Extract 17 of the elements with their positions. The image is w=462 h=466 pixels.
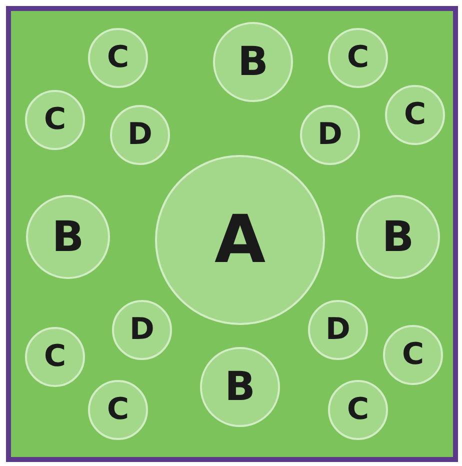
circle-letter: A — [214, 207, 266, 273]
circle-letter: B — [224, 367, 256, 407]
circle-letter: B — [382, 216, 414, 258]
circle-letter: C — [346, 43, 370, 73]
circle-letter: C — [106, 43, 130, 73]
circle-letter: C — [44, 342, 66, 372]
circle-letter: B — [52, 216, 84, 258]
circle-letter: D — [318, 120, 342, 150]
circle-letter: C — [346, 395, 370, 425]
circle-letter: C — [44, 105, 66, 135]
circle-letter: B — [238, 42, 268, 82]
circle-letter: D — [128, 120, 152, 150]
circle-letter: D — [326, 315, 350, 345]
circle-letter: C — [106, 395, 130, 425]
circle-letter: C — [402, 340, 424, 370]
circle-letter: C — [404, 100, 426, 130]
circle-letter: D — [130, 315, 154, 345]
